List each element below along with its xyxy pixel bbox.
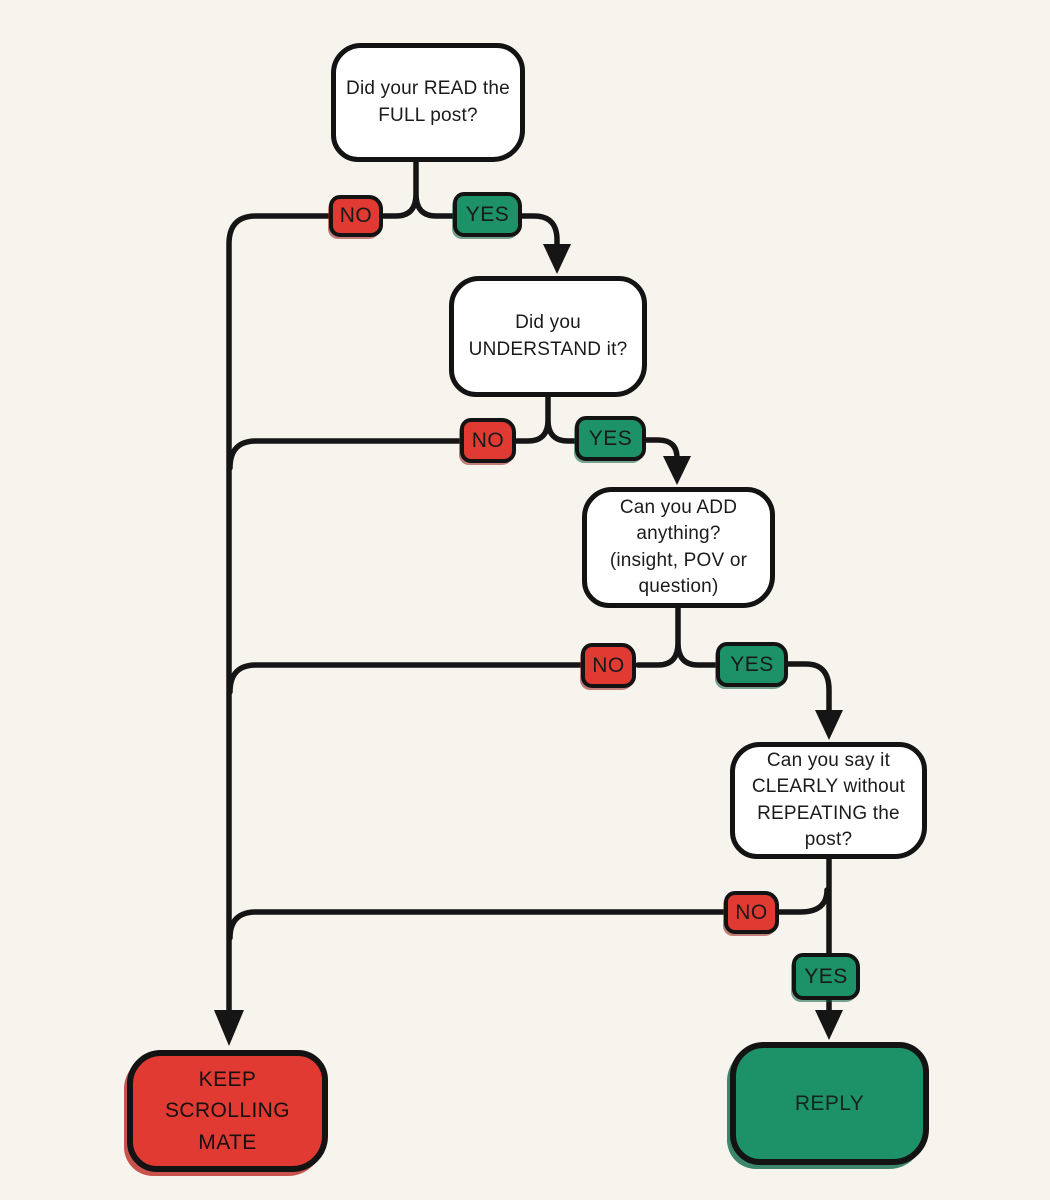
terminal-positive-label: REPLY [794, 1091, 865, 1115]
yes-label: YES [804, 964, 848, 988]
yes-label: YES [588, 426, 633, 450]
connector-q1-yes [517, 213, 560, 249]
question-box-say-clearly: Can you say it CLEARLY without REPEATING… [730, 742, 927, 859]
arrowhead-to-q4 [815, 710, 843, 740]
terminal-negative-label: KEEP SCROLLING MATE [165, 1067, 290, 1154]
question-text: Can you say it CLEARLY without REPEATING… [751, 750, 906, 850]
connector-q1-split [381, 158, 458, 219]
question-text: Can you ADD anything? (insight, POV or q… [609, 497, 748, 597]
no-label: NO [735, 900, 768, 924]
question-box-add-anything: Can you ADD anything? (insight, POV or q… [582, 487, 775, 608]
yes-label: YES [465, 202, 510, 226]
connector-q4-no [227, 887, 830, 941]
arrowhead-to-keep-scrolling [214, 1010, 244, 1046]
no-badge-q1: NO [329, 195, 383, 237]
terminal-reply: REPLY [730, 1042, 929, 1165]
question-box-understand: Did you UNDERSTAND it? [449, 276, 647, 397]
yes-badge-q4: YES [792, 953, 860, 1000]
arrowhead-to-q3 [663, 456, 691, 485]
arrowhead-to-reply [815, 1010, 843, 1040]
question-text: Did your READ the FULL post? [346, 78, 510, 126]
connector-q3-yes [784, 661, 832, 717]
no-label: NO [471, 428, 505, 452]
connector-q2-split [514, 394, 580, 444]
connector-no-trunk [226, 213, 334, 1017]
no-badge-q4: NO [724, 891, 779, 934]
no-label: NO [592, 653, 625, 677]
question-box-read-full-post: Did your READ the FULL post? [331, 43, 525, 162]
connector-q3-no [227, 662, 585, 695]
connector-q2-no [227, 438, 464, 471]
no-badge-q2: NO [460, 418, 516, 463]
arrowhead-to-q2 [543, 244, 571, 274]
yes-label: YES [730, 652, 774, 676]
connector-q2-yes [642, 437, 680, 461]
no-label: NO [339, 204, 373, 227]
yes-badge-q3: YES [716, 642, 788, 687]
no-badge-q3: NO [581, 643, 636, 688]
yes-badge-q1: YES [453, 192, 522, 237]
yes-badge-q2: YES [575, 416, 646, 461]
connector-q3-split [635, 605, 720, 668]
question-text: Did you UNDERSTAND it? [468, 312, 628, 360]
terminal-keep-scrolling: KEEP SCROLLING MATE [127, 1050, 328, 1172]
